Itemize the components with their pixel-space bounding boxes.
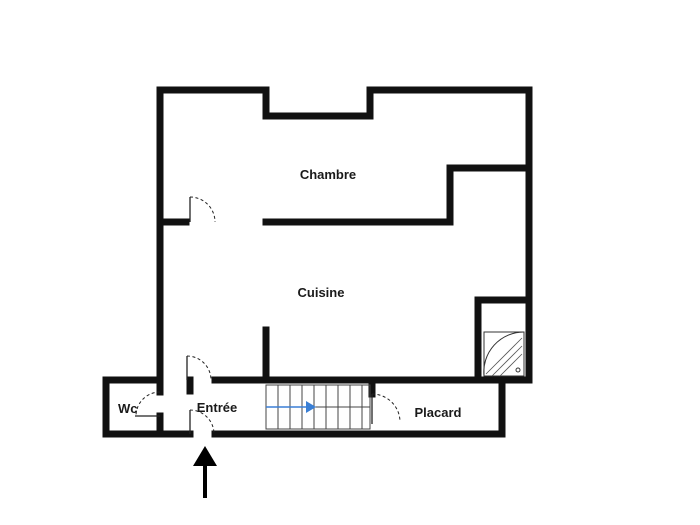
interior-walls bbox=[156, 164, 533, 384]
exterior-walls bbox=[156, 86, 533, 387]
doors bbox=[135, 196, 401, 435]
lower-strip-walls bbox=[102, 376, 506, 438]
stair-direction-arrow-icon bbox=[306, 401, 316, 413]
room-label-chambre: Chambre bbox=[300, 167, 356, 182]
room-label-placard: Placard bbox=[415, 405, 462, 420]
room-label-cuisine: Cuisine bbox=[298, 285, 345, 300]
room-label-wc: Wc bbox=[118, 401, 138, 416]
shower bbox=[483, 331, 525, 377]
room-label-entree: Entrée bbox=[197, 400, 237, 415]
entry-arrow-icon bbox=[193, 446, 217, 498]
staircase bbox=[265, 384, 371, 430]
